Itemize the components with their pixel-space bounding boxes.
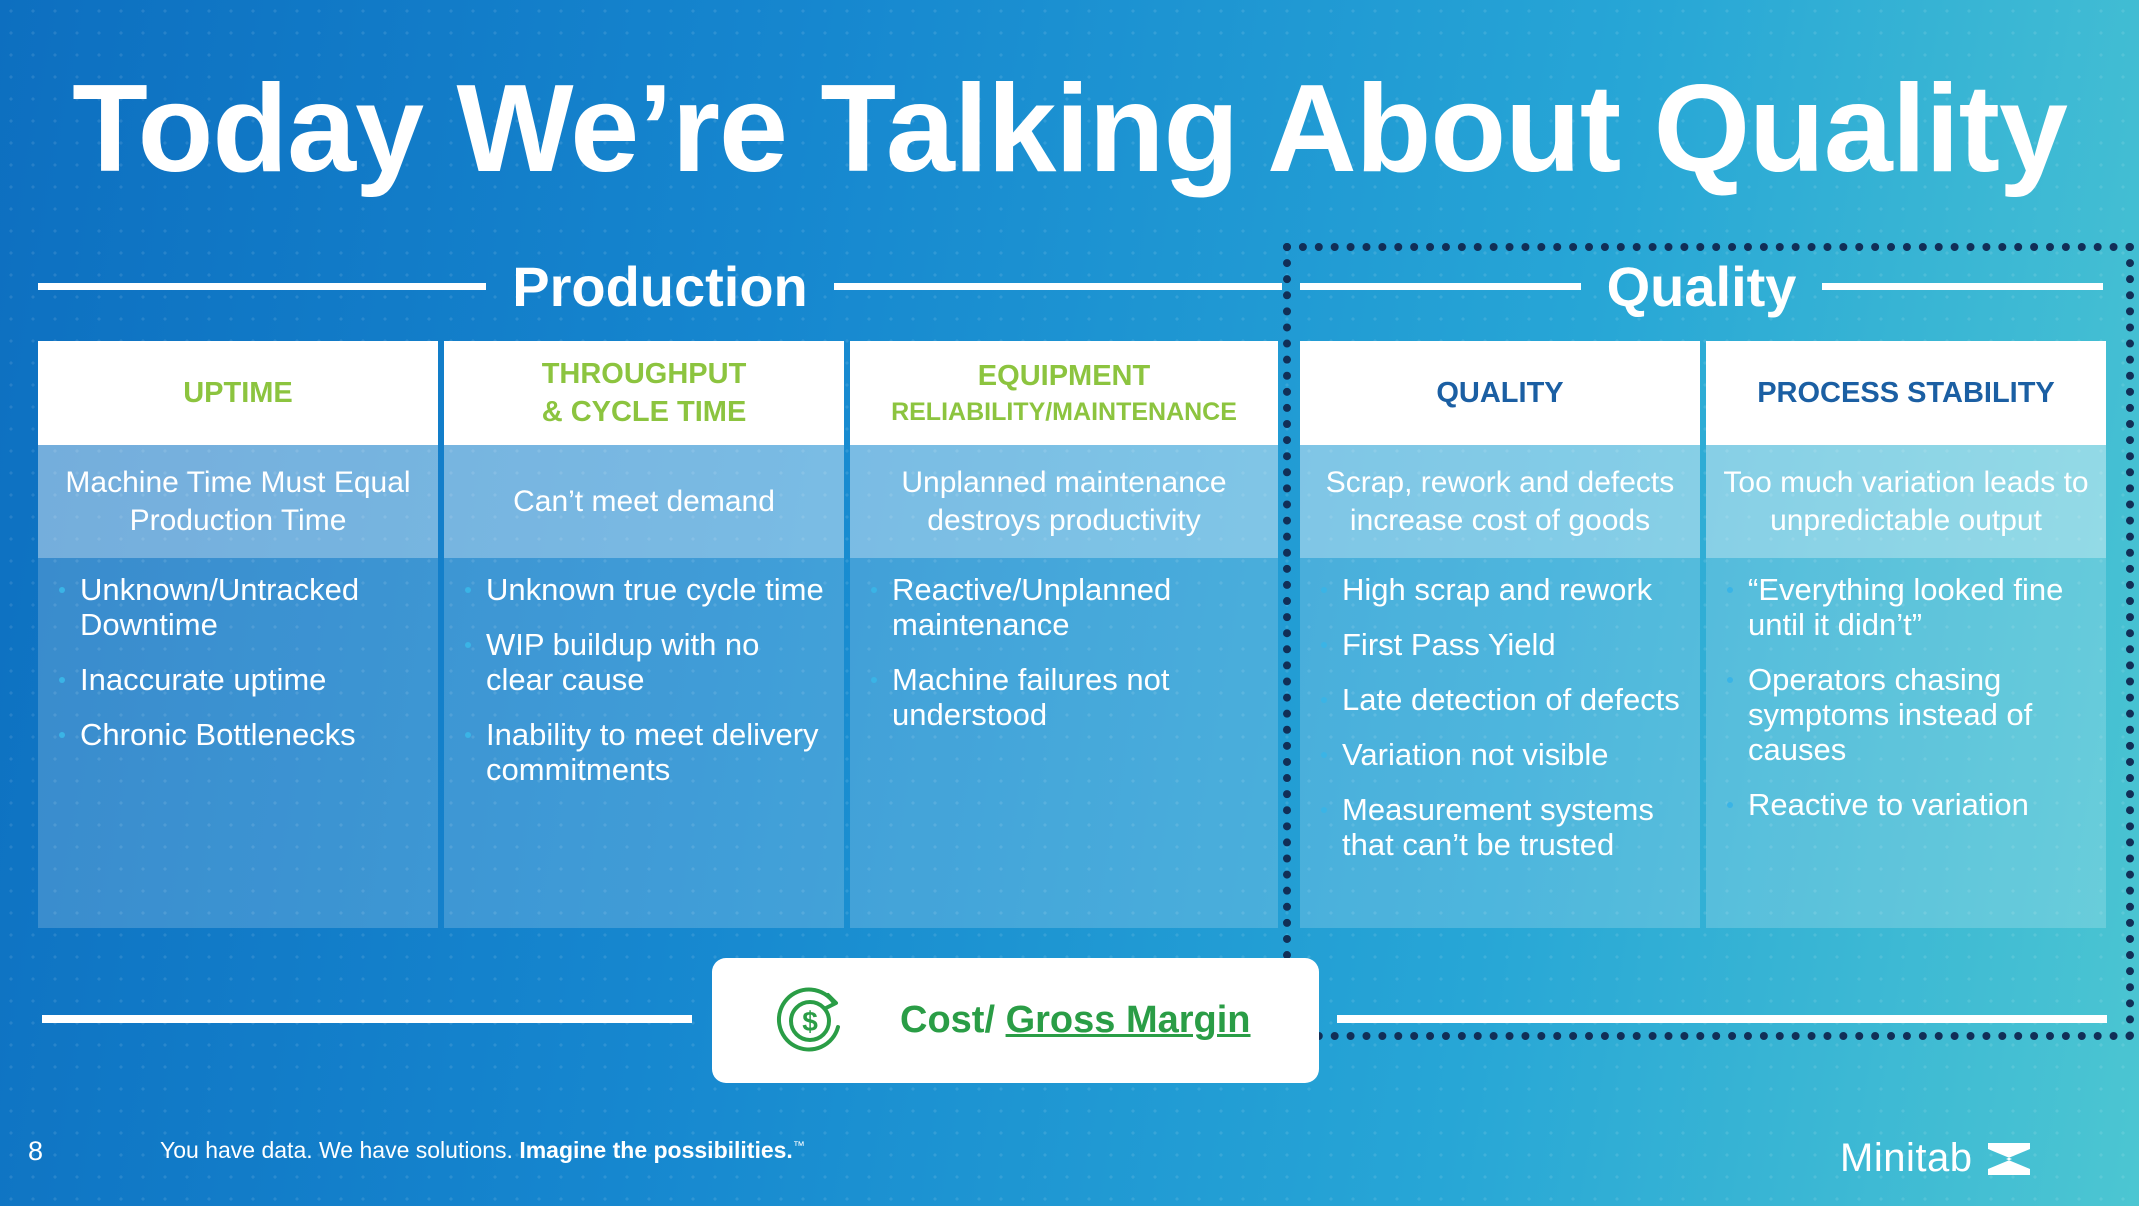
column-header: QUALITY	[1300, 341, 1700, 445]
column-throughput: THROUGHPUT & CYCLE TIME Can’t meet deman…	[444, 341, 844, 928]
cost-gross-margin-box: $ Cost/ Gross Margin	[712, 958, 1319, 1083]
column-header: PROCESS STABILITY	[1706, 341, 2106, 445]
divider-line	[38, 282, 487, 290]
divider-line	[833, 282, 1282, 290]
column-process-stability: PROCESS STABILITY Too much variation lea…	[1706, 341, 2106, 928]
column-header-line: RELIABILITY/MAINTENANCE	[891, 398, 1237, 426]
tagline-plain: You have data. We have solutions.	[160, 1137, 513, 1163]
quality-section-label: Quality	[1606, 254, 1797, 318]
list-item: Operators chasing symptoms instead of ca…	[1724, 662, 2088, 767]
column-equipment: EQUIPMENT RELIABILITY/MAINTENANCE Unplan…	[850, 341, 1278, 928]
minitab-logo-icon	[1988, 1142, 2031, 1175]
column-header: UPTIME	[38, 341, 438, 445]
list-item: Measurement systems that can’t be truste…	[1318, 792, 1682, 862]
gross-margin-link[interactable]: Gross Margin	[1005, 999, 1251, 1041]
list-item: Late detection of defects	[1318, 682, 1682, 717]
list-item: Inability to meet delivery commitments	[462, 717, 826, 787]
divider-line	[1300, 282, 1581, 290]
list-item: Reactive/Unplanned maintenance	[868, 572, 1260, 642]
production-section-header: Production	[38, 252, 1282, 320]
page-number: 8	[28, 1136, 44, 1166]
column-uptime: UPTIME Machine Time Must Equal Productio…	[38, 341, 438, 928]
production-section-label: Production	[512, 254, 808, 318]
divider-line	[1822, 282, 2104, 290]
column-header: THROUGHPUT & CYCLE TIME	[444, 341, 844, 445]
column-subtitle: Unplanned maintenance destroys productiv…	[850, 445, 1278, 558]
bullet-list: Unknown true cycle time WIP buildup with…	[444, 558, 844, 787]
minitab-logo: Minitab	[1840, 1136, 2034, 1181]
list-item: “Everything looked fine until it didn’t”	[1724, 572, 2088, 642]
list-item: Reactive to variation	[1724, 787, 2088, 822]
column-header-line: PROCESS STABILITY	[1757, 377, 2055, 409]
trademark-mark: ™	[792, 1138, 805, 1153]
list-item: High scrap and rework	[1318, 572, 1682, 607]
list-item: Unknown/Untracked Downtime	[56, 572, 420, 642]
list-item: Variation not visible	[1318, 737, 1682, 772]
column-header-line: & CYCLE TIME	[541, 396, 747, 428]
column-subtitle: Too much variation leads to unpredictabl…	[1706, 445, 2106, 558]
list-item: Chronic Bottlenecks	[56, 717, 420, 752]
column-header: EQUIPMENT RELIABILITY/MAINTENANCE	[850, 341, 1278, 445]
bullet-list: “Everything looked fine until it didn’t”…	[1706, 558, 2106, 822]
cost-prefix: Cost/	[900, 999, 1006, 1041]
list-item: First Pass Yield	[1318, 627, 1682, 662]
column-subtitle: Can’t meet demand	[444, 445, 844, 558]
quality-section-header: Quality	[1300, 252, 2104, 320]
list-item: Inaccurate uptime	[56, 662, 420, 697]
column-quality: QUALITY Scrap, rework and defects increa…	[1300, 341, 1700, 928]
cost-label: Cost/ Gross Margin	[900, 999, 1251, 1042]
quality-highlight-box	[1283, 243, 2134, 1040]
column-header-line: UPTIME	[183, 377, 293, 409]
tagline-bold: Imagine the possibilities.	[519, 1137, 793, 1163]
slide-title: Today We’re Talking About Quality	[72, 60, 2068, 198]
bullet-list: High scrap and rework First Pass Yield L…	[1300, 558, 1700, 862]
footer-tagline: You have data. We have solutions. Imagin…	[160, 1137, 805, 1164]
column-subtitle: Machine Time Must Equal Production Time	[38, 445, 438, 558]
bottom-divider-line	[42, 1015, 692, 1023]
brand-name: Minitab	[1840, 1136, 1973, 1180]
bullet-list: Reactive/Unplanned maintenance Machine f…	[850, 558, 1278, 732]
dollar-cycle-icon: $	[776, 987, 840, 1051]
column-header-line: EQUIPMENT	[977, 360, 1151, 392]
column-header-line: THROUGHPUT	[541, 358, 747, 390]
list-item: Machine failures not understood	[868, 662, 1260, 732]
bullet-list: Unknown/Untracked Downtime Inaccurate up…	[38, 558, 438, 752]
list-item: Unknown true cycle time	[462, 572, 826, 607]
column-header-line: QUALITY	[1436, 377, 1564, 409]
list-item: WIP buildup with no clear cause	[462, 627, 826, 697]
bottom-divider-line	[1337, 1015, 2107, 1023]
column-subtitle: Scrap, rework and defects increase cost …	[1300, 445, 1700, 558]
svg-text:$: $	[802, 1006, 818, 1037]
